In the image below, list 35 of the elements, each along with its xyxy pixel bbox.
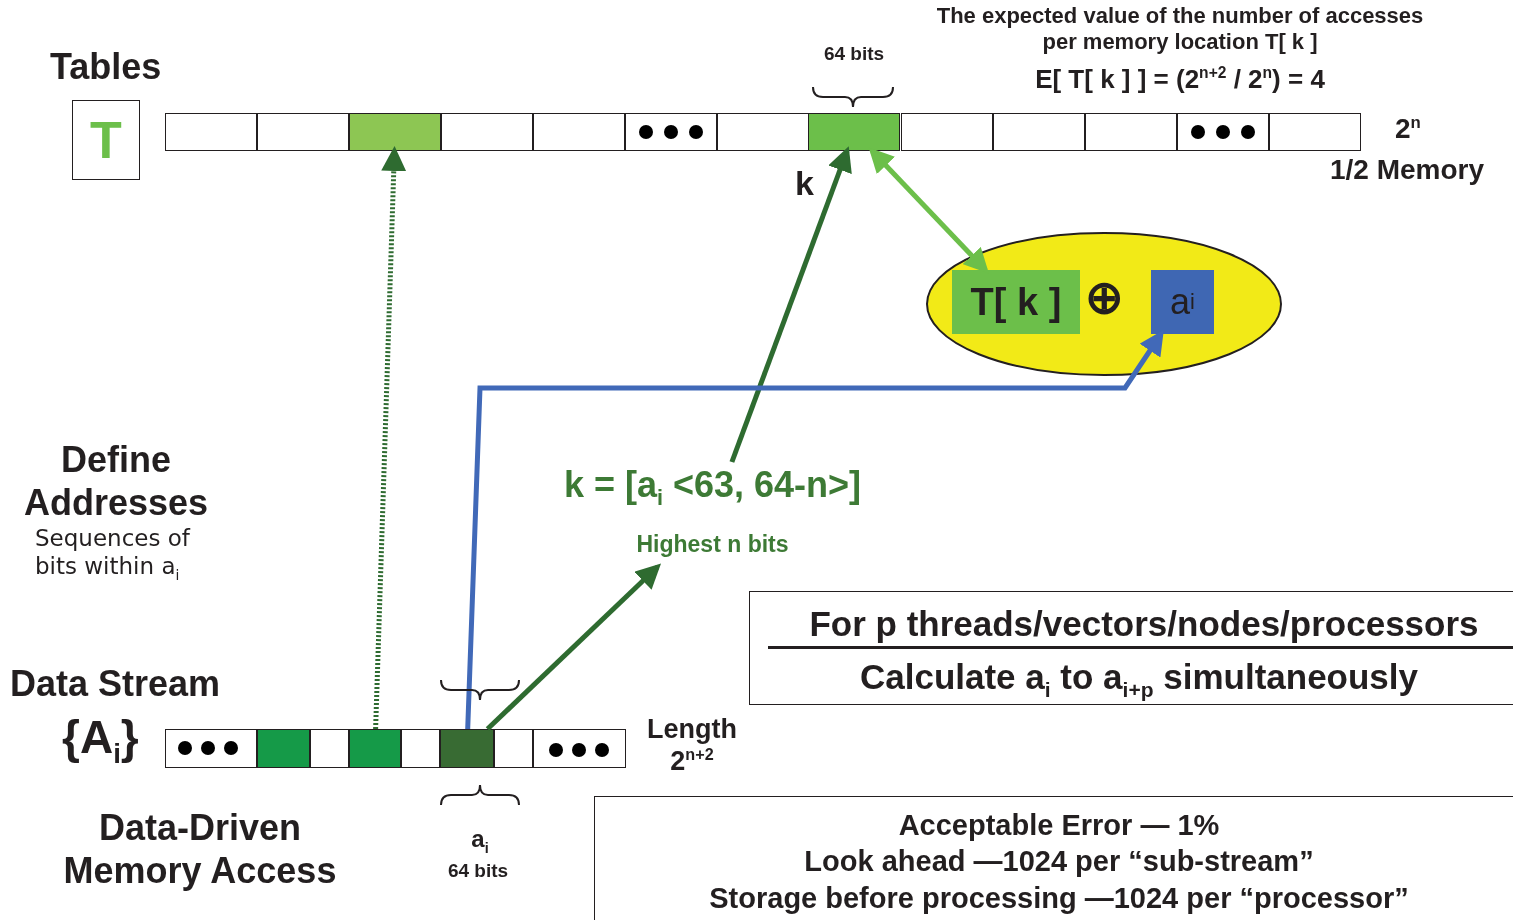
operand-box: T[ k ] bbox=[952, 270, 1080, 334]
heading-text: Data Stream bbox=[10, 662, 222, 706]
dimension-text: Length 2$^{n+2}$ bbox=[646, 713, 738, 778]
variable-text: a$_{i}$ bbox=[470, 825, 490, 858]
note-text: Storage before processing —1024 per “processor” bbox=[708, 880, 1410, 916]
dimension-text: 2$^{n}$ bbox=[1395, 112, 1422, 146]
table-box: T bbox=[72, 100, 140, 180]
data-cell bbox=[440, 729, 494, 768]
caption-text: Highest n bits bbox=[635, 530, 790, 559]
arrow bbox=[485, 563, 661, 731]
table-cell bbox=[808, 113, 900, 151]
variable-text: k bbox=[795, 163, 815, 204]
data-cell bbox=[349, 729, 401, 768]
caption-text: 1/2 Memory bbox=[1330, 153, 1486, 187]
variable-text: {A$_{i}$} bbox=[62, 710, 140, 771]
xor-ellipse bbox=[926, 232, 1282, 376]
arrow bbox=[373, 146, 407, 730]
formula-text: E[ T[ k ] ] = (2$^{n+2}$ / 2$^{n}$) = 4 bbox=[1034, 64, 1326, 96]
note-box bbox=[749, 591, 1513, 705]
formula-text: k = [a$_{i}$ <63, 64-n>] bbox=[562, 463, 863, 513]
dimension-text: 64 bits bbox=[822, 43, 886, 66]
xor-symbol: ⊕ bbox=[1085, 270, 1125, 325]
heading-text: Define Addresses bbox=[22, 438, 210, 525]
caption-text: Data-Driven Memory Access bbox=[62, 806, 338, 893]
note-text: Look ahead —1024 per “sub-stream” bbox=[803, 844, 1315, 880]
note-box bbox=[594, 796, 1513, 920]
note-heading: For p threads/vectors/nodes/processors bbox=[768, 602, 1513, 649]
note-text: Acceptable Error — 1% bbox=[897, 808, 1221, 843]
table-cell bbox=[349, 113, 441, 151]
dimension-text: 64 bits bbox=[446, 860, 510, 883]
caption-text: Sequences of bits within a$_{i}$ bbox=[35, 525, 192, 583]
heading-text: Tables bbox=[50, 45, 163, 89]
arrow bbox=[729, 146, 852, 463]
note-text: Calculate a$_{i}$ to a$_{i+p}$ simultaneously bbox=[858, 655, 1420, 703]
note-text: The expected value of the number of accesses per memory location T[ k ] bbox=[935, 3, 1425, 56]
